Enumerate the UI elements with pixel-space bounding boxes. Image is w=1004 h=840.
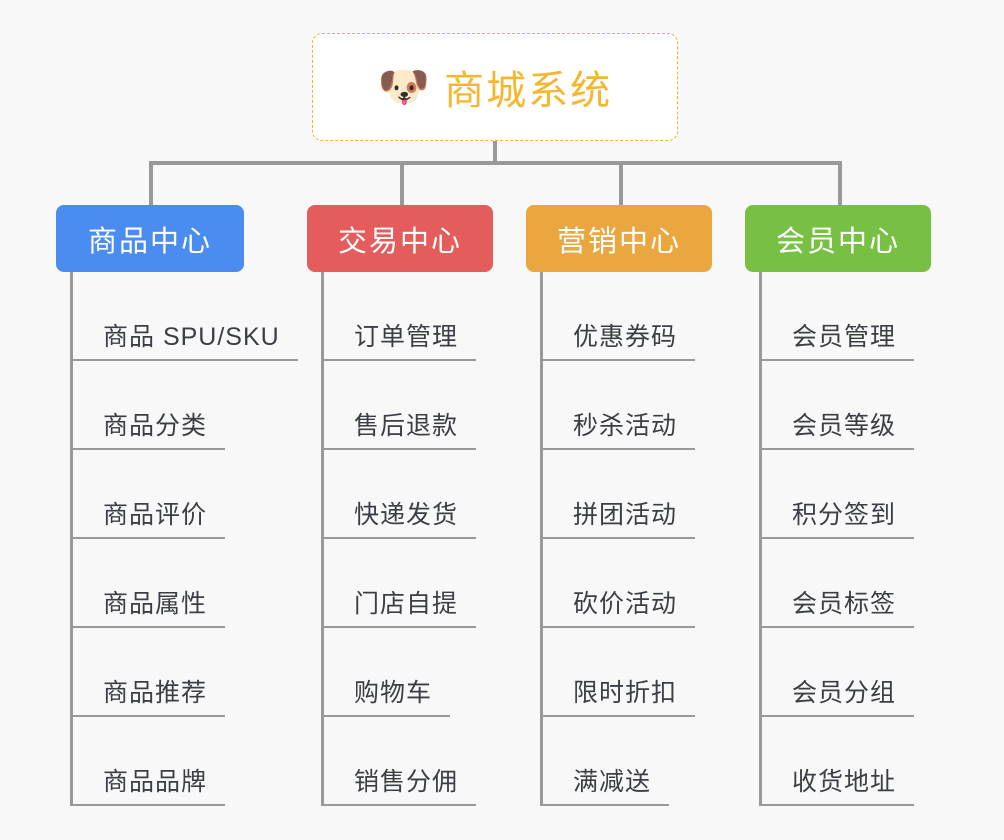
leaf-item[interactable]: 会员管理: [759, 272, 931, 361]
leaf-item-label: 商品评价: [103, 501, 208, 529]
leaf-underline: 商品分类: [70, 406, 226, 450]
category-header-label: 商品中心: [87, 225, 212, 258]
leaf-underline: 商品品牌: [70, 762, 226, 806]
leaf-underline: 商品推荐: [70, 673, 226, 717]
category-header-1[interactable]: 商品中心: [56, 205, 244, 272]
leaf-item[interactable]: 商品 SPU/SKU: [70, 272, 298, 361]
leaf-underline: 收货地址: [759, 762, 915, 806]
leaf-item-label: 商品推荐: [103, 679, 208, 707]
leaf-underline: 优惠券码: [540, 317, 696, 361]
leaf-item-label: 订单管理: [354, 323, 459, 351]
connector-root-stub: [493, 141, 497, 165]
leaf-item-label: 会员分组: [792, 679, 897, 707]
leaf-underline: 商品 SPU/SKU: [70, 317, 298, 361]
leaf-item-label: 售后退款: [354, 412, 459, 440]
connector-drop-4: [838, 161, 842, 205]
leaf-underline: 会员等级: [759, 406, 915, 450]
leaf-item-label: 会员标签: [792, 590, 897, 618]
category-column-2: 交易中心订单管理售后退款快递发货门店自提购物车销售分佣: [307, 205, 493, 806]
leaf-item-label: 商品分类: [103, 412, 208, 440]
leaf-item-label: 快递发货: [354, 501, 459, 529]
leaf-item-label: 会员等级: [792, 412, 897, 440]
leaf-item[interactable]: 拼团活动: [540, 450, 712, 539]
category-header-label: 会员中心: [775, 225, 900, 258]
leaf-underline: 秒杀活动: [540, 406, 696, 450]
leaf-item[interactable]: 积分签到: [759, 450, 931, 539]
leaf-underline: 积分签到: [759, 495, 915, 539]
leaf-item-label: 商品属性: [103, 590, 208, 618]
leaf-item[interactable]: 售后退款: [321, 361, 493, 450]
leaf-item-label: 积分签到: [792, 501, 897, 529]
leaf-item[interactable]: 砍价活动: [540, 539, 712, 628]
leaf-underline: 门店自提: [321, 584, 477, 628]
leaf-item[interactable]: 会员分组: [759, 628, 931, 717]
leaf-underline: 会员管理: [759, 317, 915, 361]
leaf-underline: 快递发货: [321, 495, 477, 539]
category-header-2[interactable]: 交易中心: [307, 205, 493, 272]
leaf-item[interactable]: 秒杀活动: [540, 361, 712, 450]
leaf-item[interactable]: 商品分类: [70, 361, 244, 450]
leaf-item[interactable]: 满减送: [540, 717, 712, 806]
leaf-item[interactable]: 门店自提: [321, 539, 493, 628]
leaf-item-label: 门店自提: [354, 590, 459, 618]
leaf-underline: 砍价活动: [540, 584, 696, 628]
leaf-rail-2: 订单管理售后退款快递发货门店自提购物车销售分佣: [321, 272, 493, 806]
leaf-item[interactable]: 销售分佣: [321, 717, 493, 806]
category-header-4[interactable]: 会员中心: [745, 205, 931, 272]
leaf-rail-1: 商品 SPU/SKU 商品分类商品评价商品属性商品推荐商品品牌: [70, 272, 298, 806]
leaf-underline: 会员分组: [759, 673, 915, 717]
leaf-item-label: 限时折扣: [573, 679, 678, 707]
leaf-item[interactable]: 优惠券码: [540, 272, 712, 361]
leaf-item[interactable]: 商品评价: [70, 450, 244, 539]
connector-drop-2: [400, 161, 404, 205]
leaf-item-label: 秒杀活动: [573, 412, 678, 440]
leaf-item[interactable]: 限时折扣: [540, 628, 712, 717]
connector-drop-3: [619, 161, 623, 205]
leaf-item-label: 收货地址: [792, 768, 897, 796]
leaf-rail-3: 优惠券码秒杀活动拼团活动砍价活动限时折扣满减送: [540, 272, 712, 806]
leaf-item-label: 销售分佣: [354, 768, 459, 796]
leaf-item[interactable]: 商品推荐: [70, 628, 244, 717]
category-header-label: 营销中心: [556, 225, 681, 258]
leaf-item-label: 购物车: [354, 679, 433, 707]
leaf-underline: 满减送: [540, 762, 670, 806]
leaf-underline: 会员标签: [759, 584, 915, 628]
leaf-underline: 限时折扣: [540, 673, 696, 717]
leaf-item[interactable]: 会员标签: [759, 539, 931, 628]
leaf-underline: 销售分佣: [321, 762, 477, 806]
category-column-3: 营销中心优惠券码秒杀活动拼团活动砍价活动限时折扣满减送: [526, 205, 712, 806]
leaf-underline: 售后退款: [321, 406, 477, 450]
leaf-item-label: 会员管理: [792, 323, 897, 351]
leaf-item[interactable]: 订单管理: [321, 272, 493, 361]
dog-face-icon: 🐶: [377, 63, 431, 110]
category-header-3[interactable]: 营销中心: [526, 205, 712, 272]
leaf-underline: 商品属性: [70, 584, 226, 628]
category-column-1: 商品中心商品 SPU/SKU 商品分类商品评价商品属性商品推荐商品品牌: [56, 205, 298, 806]
root-title: 商城系统: [444, 69, 613, 113]
leaf-item[interactable]: 收货地址: [759, 717, 931, 806]
category-column-4: 会员中心会员管理会员等级积分签到会员标签会员分组收货地址: [745, 205, 931, 806]
leaf-item[interactable]: 商品属性: [70, 539, 244, 628]
category-header-label: 交易中心: [337, 225, 462, 258]
leaf-item-label: 拼团活动: [573, 501, 678, 529]
leaf-item-label: 商品 SPU/SKU: [103, 323, 280, 351]
leaf-item-label: 砍价活动: [573, 590, 678, 618]
root-node[interactable]: 🐶 商城系统: [312, 33, 678, 141]
leaf-item-label: 商品品牌: [103, 768, 208, 796]
leaf-underline: 订单管理: [321, 317, 477, 361]
leaf-item[interactable]: 商品品牌: [70, 717, 244, 806]
leaf-item[interactable]: 会员等级: [759, 361, 931, 450]
leaf-item-label: 优惠券码: [573, 323, 678, 351]
leaf-item[interactable]: 购物车: [321, 628, 493, 717]
leaf-underline: 拼团活动: [540, 495, 696, 539]
leaf-underline: 购物车: [321, 673, 451, 717]
leaf-rail-4: 会员管理会员等级积分签到会员标签会员分组收货地址: [759, 272, 931, 806]
connector-horizontal-bus: [149, 161, 842, 165]
connector-drop-1: [149, 161, 153, 205]
leaf-underline: 商品评价: [70, 495, 226, 539]
leaf-item-label: 满减送: [573, 768, 652, 796]
leaf-item[interactable]: 快递发货: [321, 450, 493, 539]
